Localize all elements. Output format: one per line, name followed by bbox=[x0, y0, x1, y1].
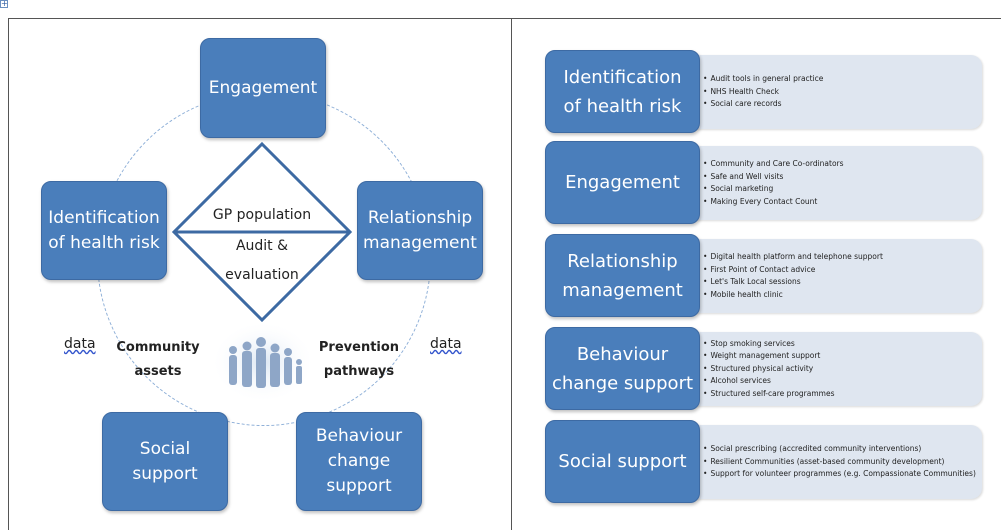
row-detail-panel: Social prescribing (accredited community… bbox=[675, 425, 982, 499]
list-item: Support for volunteer programmes (e.g. C… bbox=[703, 468, 982, 481]
list-item: Social care records bbox=[703, 98, 982, 111]
list-item: Social prescribing (accredited community… bbox=[703, 443, 982, 456]
row-detail-panel: Audit tools in general practice NHS Heal… bbox=[675, 55, 982, 129]
list-item: Structured physical activity bbox=[703, 363, 982, 376]
row-detail-panel: Community and Care Co-ordinators Safe an… bbox=[675, 146, 982, 220]
data-label-left: data bbox=[64, 336, 96, 352]
list-item: Audit tools in general practice bbox=[703, 73, 982, 86]
list-item: Community and Care Co-ordinators bbox=[703, 158, 982, 171]
detail-list: Community and Care Co-ordinators Safe an… bbox=[703, 158, 982, 208]
list-item: Digital health platform and telephone su… bbox=[703, 251, 982, 264]
detail-list: Social prescribing (accredited community… bbox=[703, 443, 982, 481]
center-label-audit: Audit & bbox=[235, 238, 289, 254]
row-label-box: Social support bbox=[545, 420, 700, 503]
table-border-top bbox=[8, 18, 1001, 19]
center-label-gp-population: GP population bbox=[212, 207, 312, 223]
node-social-support: Social support bbox=[102, 412, 228, 511]
list-item: First Point of Contact advice bbox=[703, 264, 982, 277]
list-item: Resilient Communities (asset-based commu… bbox=[703, 456, 982, 469]
detail-list: Digital health platform and telephone su… bbox=[703, 251, 982, 301]
row-label-box: Identification of health risk bbox=[545, 50, 700, 133]
node-identification-of-health-risk: Identification of health risk bbox=[41, 181, 167, 280]
table-border-left bbox=[8, 18, 9, 530]
prevention-pathways-label: Prevention pathways bbox=[318, 340, 400, 379]
node-engagement: Engagement bbox=[200, 38, 326, 138]
list-item: Mobile health clinic bbox=[703, 289, 982, 302]
node-behaviour-change-support: Behaviour change support bbox=[296, 412, 422, 511]
row-detail-panel: Digital health platform and telephone su… bbox=[675, 239, 982, 313]
detail-list: Stop smoking services Weight management … bbox=[703, 338, 982, 401]
list-item: Alcohol services bbox=[703, 375, 982, 388]
list-item: Social marketing bbox=[703, 183, 982, 196]
data-label-right: data bbox=[430, 336, 462, 352]
list-item: Let's Talk Local sessions bbox=[703, 276, 982, 289]
community-assets-label: Community assets bbox=[116, 340, 200, 379]
list-item: Structured self-care programmes bbox=[703, 388, 982, 401]
row-label-box: Behaviour change support bbox=[545, 327, 700, 410]
list-item: Safe and Well visits bbox=[703, 171, 982, 184]
row-label-box: Engagement bbox=[545, 141, 700, 224]
list-item: Making Every Contact Count bbox=[703, 196, 982, 209]
node-relationship-management: Relationship management bbox=[357, 181, 483, 280]
row-label-box: Relationship management bbox=[545, 234, 700, 317]
list-item: NHS Health Check bbox=[703, 86, 982, 99]
row-detail-panel: Stop smoking services Weight management … bbox=[675, 332, 982, 406]
people-group-icon bbox=[215, 324, 311, 400]
list-item: Stop smoking services bbox=[703, 338, 982, 351]
table-cell-divider bbox=[511, 18, 512, 530]
list-item: Weight management support bbox=[703, 350, 982, 363]
table-move-handle-icon[interactable]: + bbox=[0, 0, 8, 8]
center-label-evaluation: evaluation bbox=[225, 267, 299, 283]
detail-list: Audit tools in general practice NHS Heal… bbox=[703, 73, 982, 111]
center-diamond bbox=[171, 141, 353, 323]
